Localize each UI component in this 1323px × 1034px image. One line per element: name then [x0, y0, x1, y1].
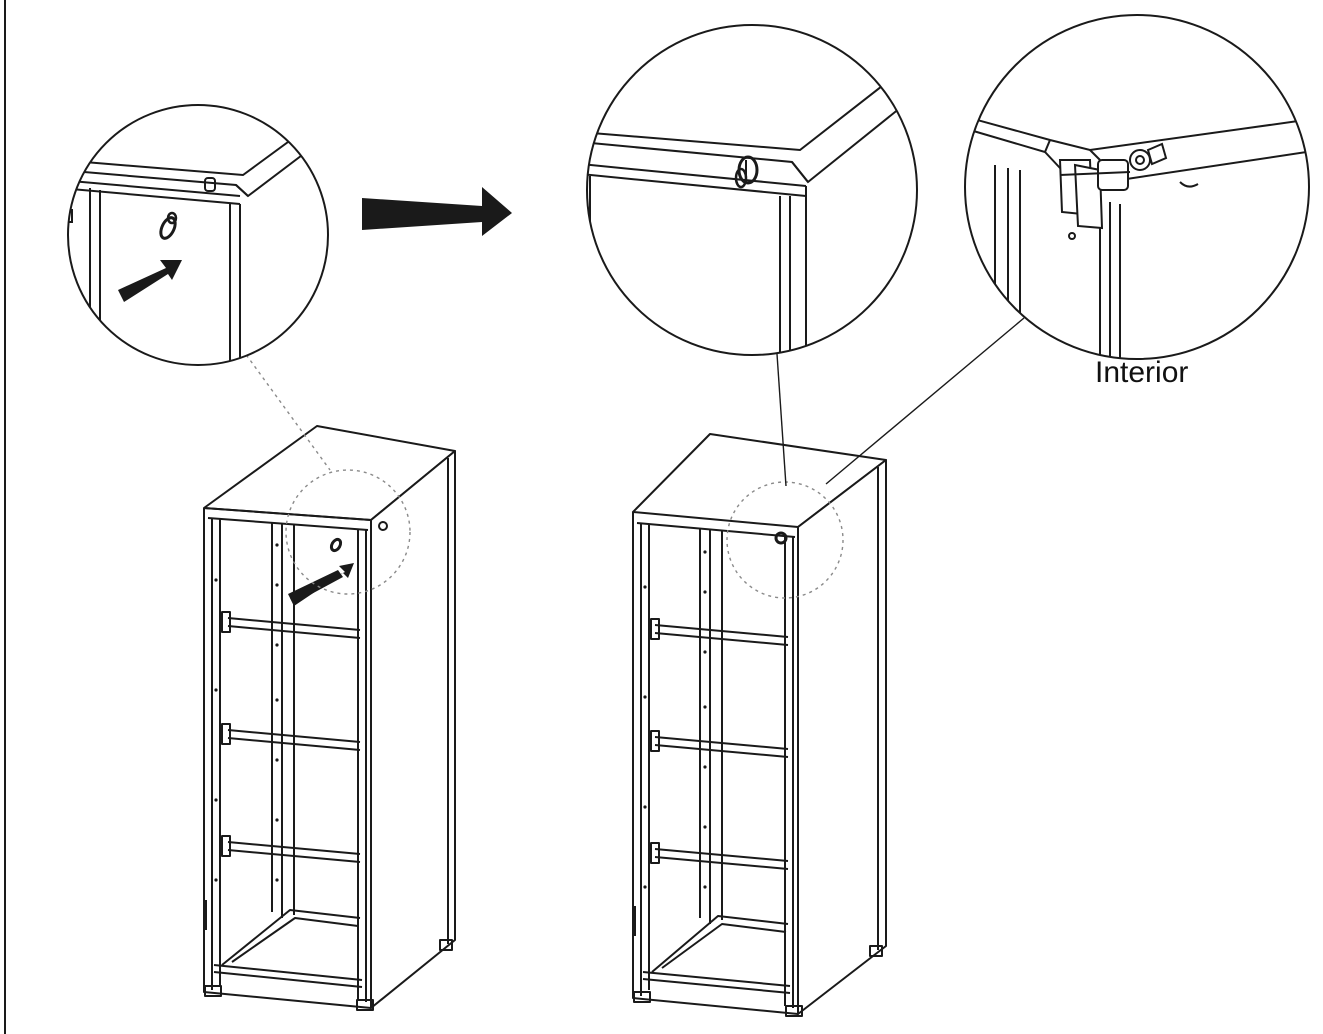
highlight-circle-after: [726, 481, 844, 599]
next-step-arrow-icon: [362, 187, 512, 236]
cabinet-before-holes: [214, 543, 279, 882]
highlight-circle-before: [285, 469, 411, 595]
cabinet-after-holes: [643, 550, 707, 889]
detail-after: [586, 24, 918, 356]
arrow-icon-detail: [118, 260, 182, 302]
interior-label: Interior: [1095, 356, 1188, 389]
detail-before: [67, 104, 329, 366]
cabinet-before: [203, 425, 456, 1011]
leader-line-after: [776, 353, 787, 487]
detail-interior: [964, 14, 1310, 360]
cabinet-after: [632, 433, 887, 1017]
leader-line-interior: [825, 317, 1025, 485]
